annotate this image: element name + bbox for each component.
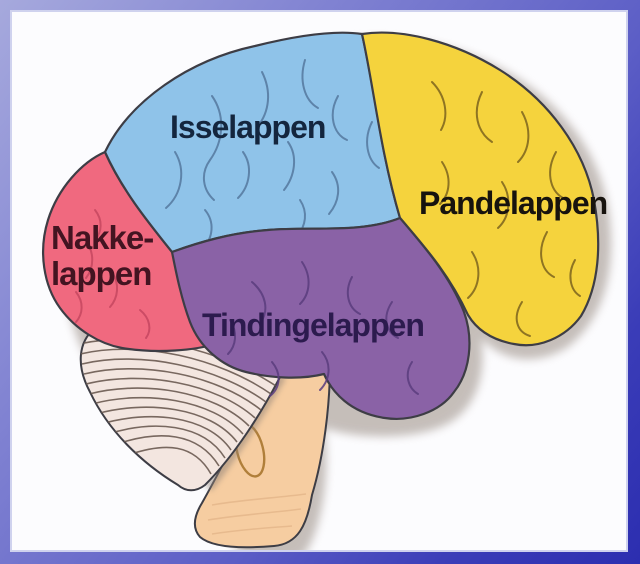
temporal-sulci <box>227 261 419 397</box>
parietal-lobe <box>103 31 402 254</box>
label-isselappen: Isselappen <box>170 109 325 145</box>
brainstem-stripes <box>207 493 307 535</box>
occipital-sulci <box>75 209 151 339</box>
label-nakkelappen-line2: lappen <box>51 255 151 292</box>
label-pandelappen: Pandelappen <box>419 185 607 221</box>
frontal-sulci <box>431 81 581 337</box>
label-nakkelappen-line1: Nakke- <box>51 219 153 256</box>
image-canvas: Isselappen Pandelappen Nakke- lappen Tin… <box>10 10 628 552</box>
brain-diagram: Isselappen Pandelappen Nakke- lappen Tin… <box>42 31 612 550</box>
temporal-lobe <box>170 216 471 420</box>
temporal-lobe-shape <box>170 216 471 420</box>
label-tindingelappen: Tindingelappen <box>202 307 424 343</box>
